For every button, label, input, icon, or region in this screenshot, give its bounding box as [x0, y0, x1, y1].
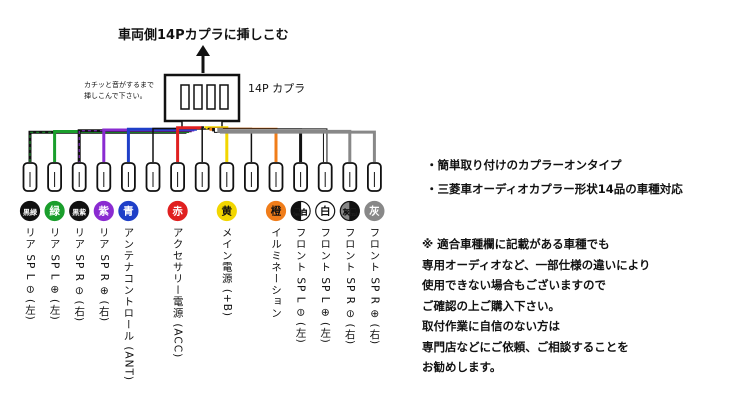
badge-circle — [364, 200, 385, 222]
connector-slot — [206, 84, 216, 110]
badge-text: 橙 — [271, 205, 282, 218]
pin-label: リア SP L ⊖ (左) — [24, 227, 36, 321]
pin-label: フロント SP L ⊖ (左) — [294, 227, 307, 344]
pin-label: メイン電源 (+B) — [220, 227, 233, 318]
badge-circle — [265, 200, 287, 222]
pin-label: フロント SP L ⊕ (左) — [319, 227, 332, 344]
connector-note: カチッと音がするまで 挿しこんで下さい。 — [84, 80, 154, 102]
note-line: ※ 適合車種欄に記載がある車種でも — [422, 237, 610, 251]
badge-half — [349, 200, 360, 222]
badge-text: 緑 — [49, 205, 60, 218]
color-badge: 青 — [118, 200, 139, 222]
badge-circle — [93, 200, 114, 222]
badge-half — [300, 200, 311, 222]
badge-text: 黒白 — [294, 208, 308, 217]
badge-circle — [44, 200, 65, 222]
feature-item: ・三菱車オーディオカプラー形状14品の車種対応 — [426, 182, 683, 196]
note-line: お勧めします。 — [422, 360, 502, 374]
pin-label: アンテナコントロール (ANT) — [122, 227, 135, 381]
pin-label: リア SP R ⊕ (右) — [97, 227, 110, 323]
wire — [201, 126, 204, 162]
badge-text: 黒緑 — [23, 208, 38, 217]
color-badge: 黒白 — [290, 200, 311, 222]
pin-label: フロント SP R ⊖ (右) — [343, 227, 356, 346]
feature-item: ・簡単取り付けのカプラーオンタイプ — [426, 158, 622, 172]
badge-circle — [69, 200, 90, 222]
badge-circle — [167, 200, 188, 222]
pin-label: アクセサリー電源 (ACC) — [171, 227, 184, 359]
badge-text: 黒紫 — [72, 208, 86, 217]
note-line: 専用オーディオなど、一部仕様の違いにより — [422, 257, 651, 272]
connector-note-line-1: カチッと音がするまで — [84, 81, 154, 89]
color-badge: 赤 — [167, 200, 188, 222]
badge-circle — [315, 200, 336, 222]
color-badge: 黄 — [216, 200, 237, 222]
badge-text: 紫 — [99, 205, 110, 218]
color-badge: 橙 — [265, 200, 287, 222]
feature-list: ・簡単取り付けのカプラーオンタイプ ・三菱車オーディオカプラー形状14品の車種対… — [426, 153, 683, 201]
pin-label: フロント SP R ⊕ (右) — [368, 227, 381, 346]
pin-label: リア SP R ⊖ (右) — [73, 227, 86, 323]
connector-label: 14P カプラ — [248, 82, 306, 95]
pin-label: イルミネーション — [270, 227, 282, 319]
connector-slot — [193, 84, 203, 110]
wiring-diagram: 車両側14Pカプラに挿しこむ カチッと音がするまで 挿しこんで下さい。 14P … — [19, 28, 385, 381]
color-badge: 紫 — [93, 200, 114, 222]
note-line: ご確認の上ご購入下さい。 — [422, 298, 560, 313]
color-badge: 黒緑 — [19, 200, 41, 222]
connector-note-line-2: 挿しこんで下さい。 — [84, 92, 147, 100]
pin-label: リア SP L ⊕ (左) — [48, 227, 61, 321]
badge-circle — [19, 200, 41, 222]
harness-svg: 黒緑 緑 黒紫 紫青 赤 黄 橙 黒白 白 灰黒 灰 — [19, 45, 385, 222]
connector-slot — [180, 84, 190, 110]
note-line: 取付作業に自信のない方は — [422, 319, 560, 333]
color-badge: 灰 — [364, 200, 385, 222]
badge-text: 青 — [123, 205, 134, 218]
diagram-title: 車両側14Pカプラに挿しこむ — [118, 28, 289, 43]
color-badge: 灰黒 — [339, 200, 360, 222]
notes-block: ※ 適合車種欄に記載がある車種でも 専用オーディオなど、一部仕様の違いにより 使… — [422, 234, 650, 378]
arrow-head — [196, 45, 210, 56]
note-line: 使用できない場合もございますので — [422, 278, 606, 292]
badge-text: 灰 — [369, 205, 380, 218]
color-badge: 緑 — [44, 200, 65, 222]
badge-text: 灰黒 — [343, 208, 357, 217]
note-line: 専門店などにご依頼、ご相談することを — [422, 339, 629, 354]
badge-text: 白 — [320, 205, 331, 218]
wire — [176, 126, 203, 162]
connector-slot — [219, 84, 229, 110]
wire — [219, 128, 376, 162]
badge-text: 赤 — [172, 205, 183, 218]
color-badge: 白 — [315, 200, 336, 222]
badge-text: 黄 — [222, 205, 233, 218]
badge-circle — [216, 200, 237, 222]
badge-circle — [118, 200, 139, 222]
color-badge: 黒紫 — [69, 200, 90, 222]
